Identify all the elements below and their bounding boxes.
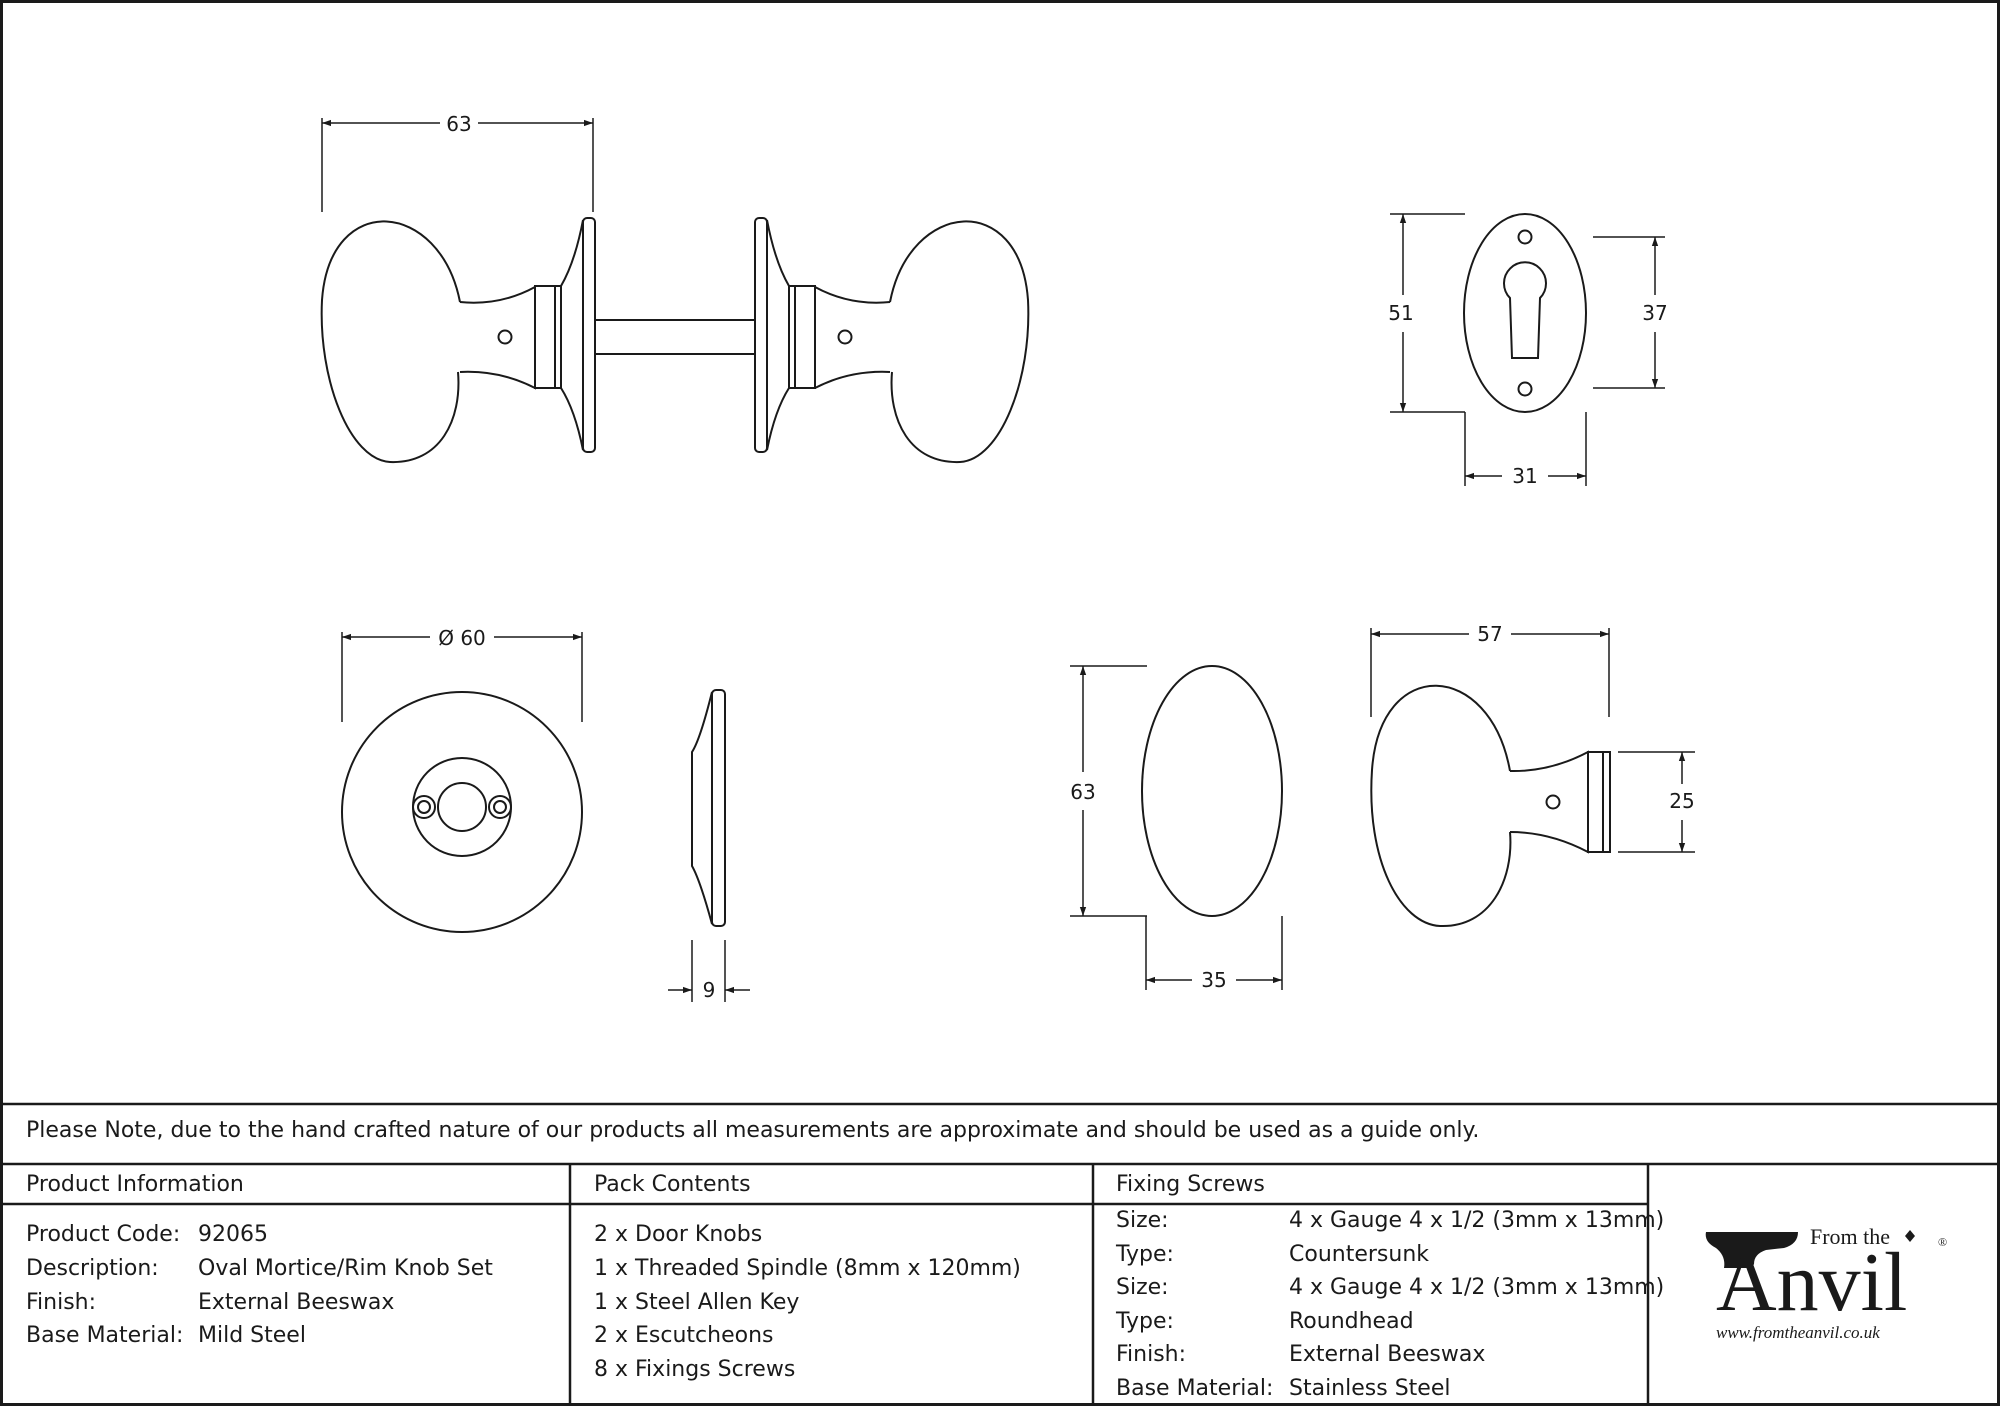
pack-contents-header: Pack Contents [594,1172,751,1197]
title-block-grid [0,1102,2000,1406]
product-info-value: 92065 [198,1222,268,1247]
fixing-screws-label: Type: [1116,1242,1174,1267]
fixing-screws-label: Finish: [1116,1342,1187,1367]
logo-anvil: Anvil [1716,1236,1907,1329]
knob-face-view [1070,665,1283,990]
fixing-screws-label: Type: [1116,1309,1174,1334]
product-info-value: Mild Steel [198,1323,306,1348]
dim-keyhole-height: 37 [1642,301,1667,325]
fixing-screws-label: Size: [1116,1275,1169,1300]
list-item: 2 x Escutcheons [594,1323,774,1348]
dim-rose-depth: 9 [703,978,716,1002]
dim-knob-side-length: 57 [1477,622,1502,646]
diamond-icon [1905,1230,1915,1242]
fixing-screws-value: 4 x Gauge 4 x 1/2 (3mm x 13mm) [1289,1275,1665,1300]
anvil-logo-mark: From the ® Anvil www.fromtheanvil.co.uk [1705,1224,1947,1342]
anvil-icon [1705,1232,1798,1268]
product-info-value: Oval Mortice/Rim Knob Set [198,1256,493,1281]
product-info-label: Description: [26,1256,159,1281]
logo-registered: ® [1938,1235,1947,1249]
knob-side-view [1370,628,1695,928]
fixing-screws-header: Fixing Screws [1116,1172,1265,1197]
rose-front-view [341,632,583,933]
escutcheon-view [1390,213,1665,486]
dim-knob-face-width: 35 [1201,968,1226,992]
product-info-label: Finish: [26,1290,97,1315]
list-item: 8 x Fixings Screws [594,1357,796,1382]
dim-knob-set-width: 63 [446,112,471,136]
fixing-screws-value: Roundhead [1289,1309,1414,1334]
dim-escutcheon-width: 31 [1512,464,1537,488]
product-info-label: Base Material: [26,1323,184,1348]
measurement-note: Please Note, due to the hand crafted nat… [26,1118,1480,1143]
product-info-label: Product Code: [26,1222,181,1247]
product-info-value: External Beeswax [198,1290,395,1315]
rose-side-view [668,689,750,1002]
list-item: 1 x Threaded Spindle (8mm x 120mm) [594,1256,1021,1281]
product-info-header: Product Information [26,1172,244,1197]
fixing-screws-value: 4 x Gauge 4 x 1/2 (3mm x 13mm) [1289,1208,1665,1233]
fixing-screws-value: Countersunk [1289,1242,1430,1267]
fixing-screws-label: Base Material: [1116,1376,1274,1401]
list-item: 1 x Steel Allen Key [594,1290,800,1315]
dim-rose-diameter: Ø 60 [438,626,486,650]
dim-knob-collar-height: 25 [1669,789,1694,813]
knob-set-side-view [320,118,1030,464]
from-the-anvil-logo: From the ® Anvil www.fromtheanvil.co.uk [1648,1164,2000,1406]
logo-url: www.fromtheanvil.co.uk [1716,1323,1880,1342]
fixing-screws-value: External Beeswax [1289,1342,1486,1367]
fixing-screws-value: Stainless Steel [1289,1376,1451,1401]
logo-from-the: From the [1810,1224,1890,1249]
list-item: 2 x Door Knobs [594,1222,763,1247]
dim-escutcheon-height: 51 [1388,301,1413,325]
fixing-screws-label: Size: [1116,1208,1169,1233]
dim-knob-face-height: 63 [1070,780,1095,804]
